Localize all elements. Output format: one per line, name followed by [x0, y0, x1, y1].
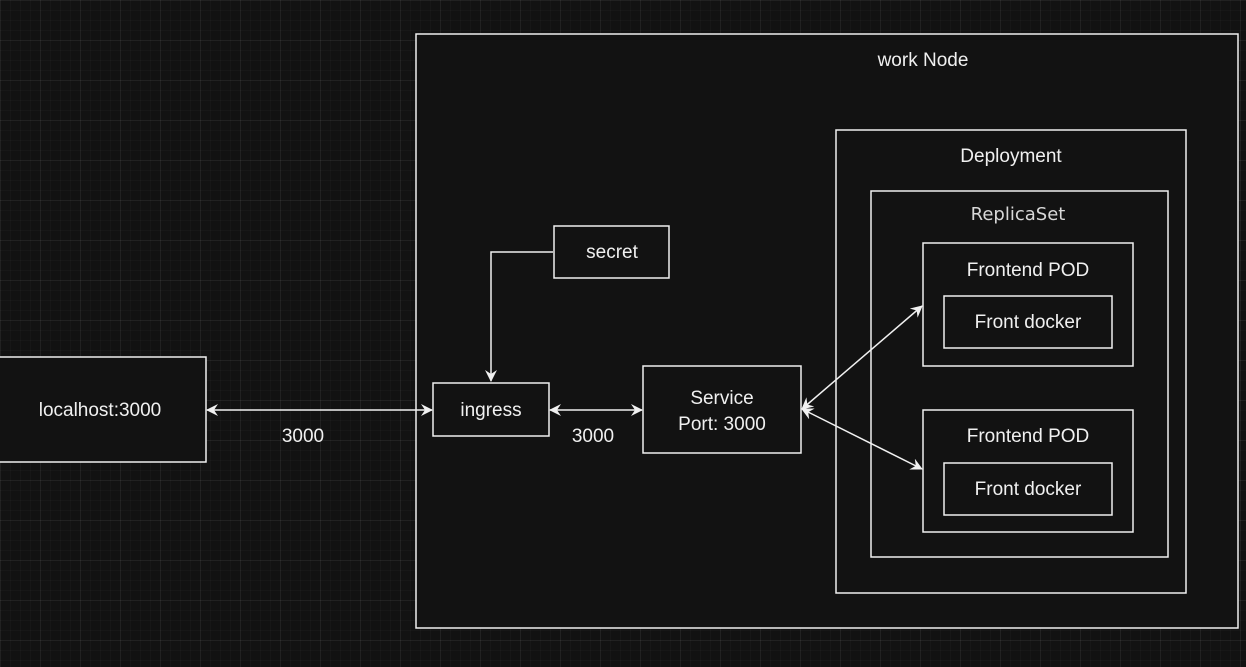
edge-service-pod-2: [801, 408, 923, 470]
deployment-label: Deployment: [960, 146, 1062, 167]
front-docker-1-label: Front docker: [975, 312, 1082, 333]
localhost-node[interactable]: localhost:3000: [0, 356, 207, 463]
front-docker-2[interactable]: Front docker: [943, 462, 1113, 516]
edge-service-pod-1: [801, 305, 923, 410]
service-node[interactable]: Service Port: 3000: [642, 365, 802, 454]
work-node-label: work Node: [877, 50, 969, 71]
front-docker-2-label: Front docker: [975, 479, 1082, 500]
edge-localhost-ingress-label: 3000: [282, 426, 324, 447]
ingress-node[interactable]: ingress: [432, 382, 550, 437]
secret-label: secret: [586, 242, 638, 263]
localhost-label: localhost:3000: [39, 400, 162, 421]
replicaset-label: ReplicaSet: [971, 204, 1066, 225]
secret-node[interactable]: secret: [553, 225, 670, 279]
service-port-label: Port: 3000: [678, 414, 766, 435]
edge-ingress-service-label: 3000: [572, 426, 614, 447]
frontend-pod-1-label: Frontend POD: [967, 260, 1090, 281]
frontend-pod-2-label: Frontend POD: [967, 426, 1090, 447]
service-label: Service: [690, 388, 753, 409]
edge-secret-ingress: [485, 251, 553, 382]
ingress-label: ingress: [460, 400, 521, 421]
front-docker-1[interactable]: Front docker: [943, 295, 1113, 349]
